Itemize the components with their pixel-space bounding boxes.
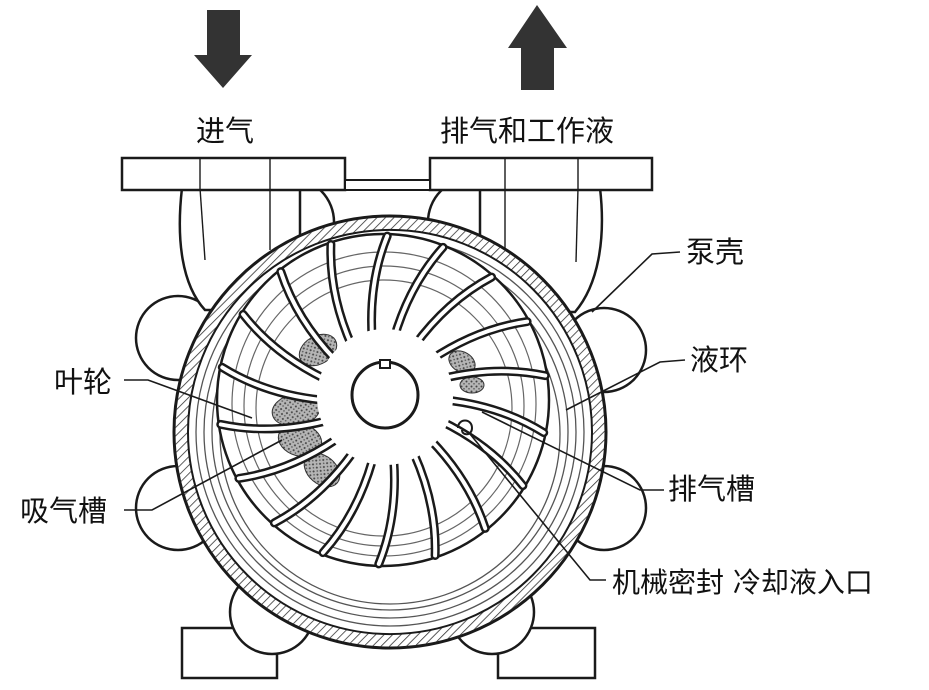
- impeller-blade: [436, 416, 528, 491]
- impeller-blade: [426, 435, 490, 533]
- impeller-blade: [374, 456, 399, 569]
- casing-wall-hatch: [172, 215, 608, 649]
- impeller-blade: [426, 317, 532, 365]
- arrow-up-icon: [508, 5, 567, 90]
- seal-coolant-inlet-label: 机械密封 冷却液入口: [612, 566, 873, 599]
- impeller-blade: [318, 456, 377, 558]
- impeller-blades: [216, 231, 550, 569]
- impeller-blade: [276, 267, 340, 365]
- impeller-blade: [217, 362, 326, 405]
- intake-label: 进气: [196, 114, 254, 148]
- impeller-blade: [367, 231, 392, 344]
- suction-slot-label: 吸气槽: [20, 494, 107, 528]
- exhaust-slot-label: 排气槽: [668, 472, 755, 506]
- impeller-blade: [436, 366, 550, 384]
- impeller-blade: [440, 395, 549, 438]
- impeller-blade: [238, 309, 330, 384]
- exhaust-label: 排气和工作液: [440, 114, 614, 148]
- arrow-down-icon: [194, 10, 252, 88]
- casing-label: 泵壳: [686, 235, 744, 269]
- impeller-blade: [326, 240, 357, 351]
- impeller-blade: [269, 449, 357, 528]
- impeller-blade: [389, 242, 448, 344]
- impeller-label: 叶轮: [54, 365, 112, 399]
- liquid-ring-label: 液环: [690, 343, 748, 377]
- top-flanges: [120, 156, 654, 192]
- impeller-hub: [317, 329, 453, 465]
- coolant-inlet-mark: [457, 419, 474, 436]
- impeller-blade: [234, 435, 340, 483]
- impeller-blade: [216, 416, 330, 434]
- impeller-blade: [409, 272, 497, 351]
- leader-lines: [124, 251, 686, 581]
- impeller-blade: [409, 449, 440, 560]
